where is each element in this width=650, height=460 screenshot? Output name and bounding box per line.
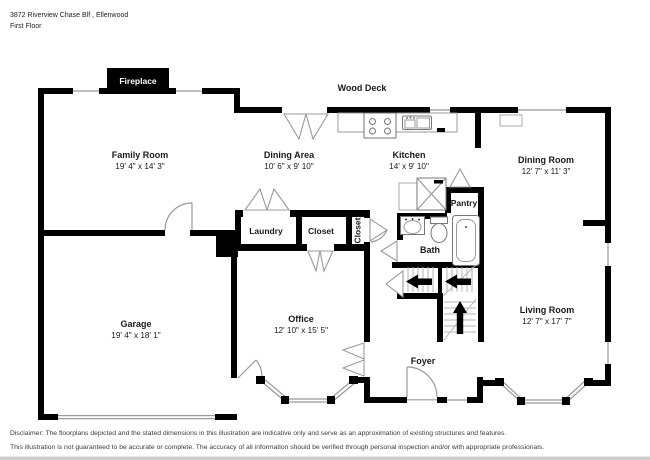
room-label-garage: Garage [120, 319, 151, 329]
kitchen-counter [337, 112, 523, 133]
deck-step [499, 114, 523, 127]
door-pantry [449, 167, 471, 188]
fireplace: Fireplace [107, 68, 169, 93]
garage-door [58, 415, 215, 420]
room-dims-garage: 19' 4" x 18' 1" [111, 331, 161, 340]
header-floor-label: First Floor [10, 23, 42, 30]
door-closet-hall [369, 217, 389, 243]
bay-window-living [495, 378, 593, 405]
laundry-label: Laundry [249, 226, 283, 236]
bathtub-icon [452, 215, 480, 266]
room-label-kitchen: Kitchen [392, 150, 425, 160]
stairs-up-icon [443, 298, 477, 341]
bay-window-office [256, 376, 358, 404]
fireplace-label: Fireplace [119, 76, 157, 86]
walls [38, 88, 611, 420]
refrigerator-icon [398, 177, 447, 211]
room-label-living-room: Living Room [520, 305, 575, 315]
kitchen-sink-icon [402, 115, 432, 130]
french-doors-deck [283, 113, 329, 141]
door-under-stairs [385, 269, 404, 299]
wood-deck-label: Wood Deck [338, 83, 388, 93]
header-address: 3872 Riverview Chase Blf , Ellenwood [10, 12, 128, 19]
windows [73, 90, 609, 401]
toilet-icon [430, 216, 448, 243]
french-doors-office [341, 342, 365, 377]
room-label-office: Office [288, 314, 314, 324]
room-label-dining-area: Dining Area [264, 150, 315, 160]
door-bath [379, 240, 398, 262]
closet-label-1: Closet [308, 226, 334, 236]
french-doors-closet [307, 250, 334, 273]
french-doors-laundry [243, 187, 291, 211]
disclaimer-line-2: This illustration is not guaranteed to b… [10, 444, 544, 451]
room-dims-office: 12' 10" x 15' 5" [274, 326, 328, 335]
door-swing-garage-office [237, 359, 263, 379]
room-label-dining-room: Dining Room [518, 155, 574, 165]
disclaimer-line-1: Disclaimer: The floorplans depicted and … [10, 430, 506, 437]
room-dims-kitchen: 14' x 9' 10" [389, 162, 429, 171]
bottom-edge-bar [0, 456, 650, 460]
room-label-family-room: Family Room [112, 150, 169, 160]
foyer-label: Foyer [411, 356, 436, 366]
room-dims-dining-area: 10' 6" x 9' 10" [264, 162, 314, 171]
room-dims-family-room: 19' 4" x 14' 3" [115, 162, 165, 171]
pantry-label: Pantry [451, 198, 478, 208]
room-dims-dining-room: 12' 7" x 11' 3" [522, 167, 571, 176]
room-dims-living-room: 12' 7" x 17' 7" [522, 317, 572, 326]
stairs-down-icon [406, 264, 477, 297]
bath-sink-icon [400, 216, 425, 235]
door-swing-family-garage [164, 202, 193, 231]
stove-icon [363, 112, 397, 139]
front-door [406, 366, 438, 401]
closet-label-2: Closet [353, 217, 363, 243]
bath-label: Bath [420, 245, 440, 255]
